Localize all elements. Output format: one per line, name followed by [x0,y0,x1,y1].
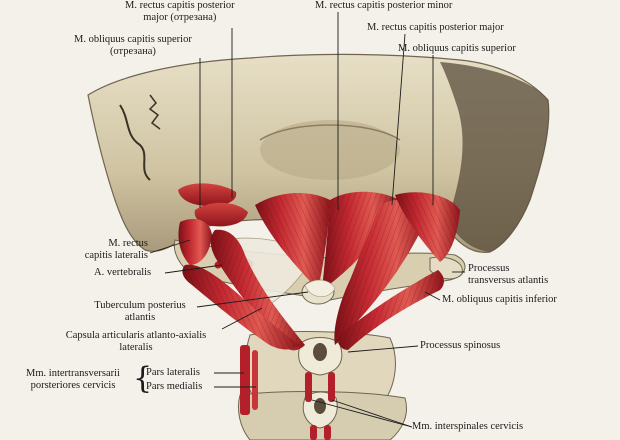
label-a-vertebralis: A. vertebralis [94,267,152,278]
label-tuberculum-line1: Tuberculum posterius [94,300,186,311]
label-intertransversarii-line2: porsteriores cervicis [30,380,116,391]
intertransversarii-medialis [252,350,258,410]
label-rect-lateralis-line2: capitis lateralis [84,250,148,261]
leader-lines [149,12,465,428]
label-proc-transversus: Processus transversus atlantis [468,263,548,287]
label-tuberculum: Tuberculum posterius atlantis [84,300,196,324]
label-proc-transversus-line1: Processus [468,263,510,274]
rect-post-major-cut-stub [178,183,237,206]
label-intertransversarii-line1: Mm. intertransversarii [26,368,120,379]
rect-capitis-lateralis-muscle [178,218,212,265]
label-interspinales: Mm. interspinales cervicis [412,421,524,432]
label-obl-sup-cut: M. obliquus capitis superior (отрезана) [74,34,192,58]
label-obl-inf: M. obliquus capitis inferior [442,294,557,305]
interspinales-left [305,372,312,402]
label-rect-post-minor: M. rectus capitis posterior minor [315,0,453,11]
label-obl-sup-cut-line2: (отрезана) [109,46,156,57]
muscles [178,183,460,440]
label-rect-post-major-cut-line2: major (отрезана) [143,12,217,23]
brace-symbol: { [133,361,153,396]
cervical-vertebrae [237,331,407,440]
label-proc-transversus-line2: transversus atlantis [468,275,549,286]
label-obl-sup-cut-line1: M. obliquus capitis superior [74,34,192,45]
interspinales-right [328,372,335,402]
label-proc-spinosus: Processus spinosus [420,340,501,351]
label-tuberculum-line2: atlantis [124,312,156,323]
label-rect-post-major-cut-line1: M. rectus capitis posterior [125,0,235,11]
label-rect-lateralis-line1: M. rectus [108,238,148,249]
label-rect-post-major-cut: M. rectus capitis posterior major (отрез… [125,0,235,24]
label-intertransversarii: Mm. intertransversarii porsteriores cerv… [14,368,132,392]
intertransversarii-lateralis [240,345,250,415]
label-obl-sup: M. obliquus capitis superior [398,43,516,54]
label-capsula-line1: Capsula articularis atlanto-axialis [65,330,207,341]
label-pars-lateralis: Pars lateralis [146,367,200,378]
tendon-tuberculum [304,279,336,297]
label-rect-lateralis: M. rectus capitis lateralis [62,238,148,262]
label-pars-medialis: Pars medialis [146,381,203,392]
obl-sup-cut-stub [194,202,248,227]
label-capsula: Capsula articularis atlanto-axialis late… [50,330,222,354]
label-rect-post-major: M. rectus capitis posterior major [367,22,504,33]
label-capsula-line2: lateralis [119,342,153,353]
